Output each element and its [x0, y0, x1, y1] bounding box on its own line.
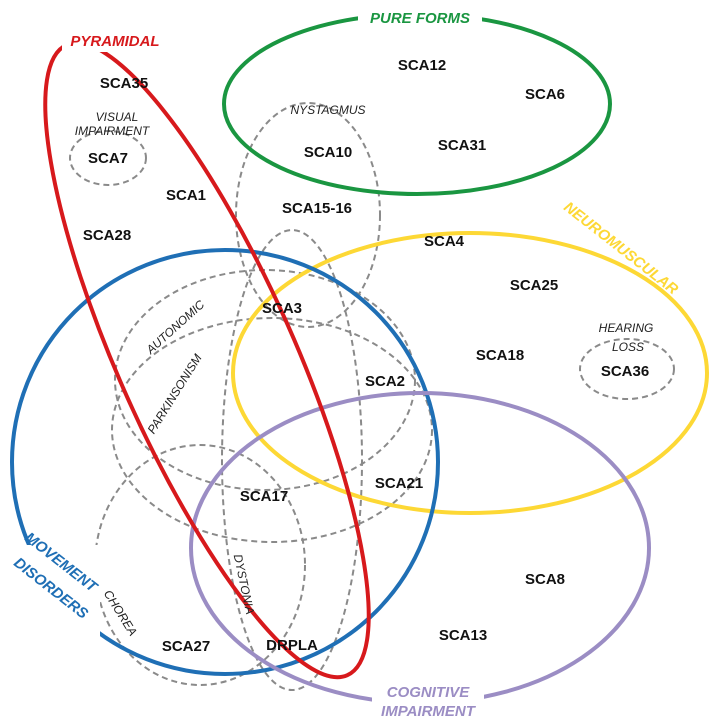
dystonia-label: DYSTONIA: [231, 553, 257, 616]
pure-forms-label-bg: [358, 6, 482, 28]
sca13-label: SCA13: [439, 627, 487, 644]
cognitive-label-line1: COGNITIVE: [387, 684, 471, 701]
sca25-label: SCA25: [510, 277, 558, 294]
sca3-label: SCA3: [262, 300, 302, 317]
sca36-label: SCA36: [601, 363, 649, 380]
pure-forms-label: PURE FORMS: [370, 10, 470, 27]
sca7-label: SCA7: [88, 150, 128, 167]
dystonia-ellipse: [221, 229, 363, 691]
parkinsonism-label: PARKINSONISM: [145, 352, 205, 437]
sca17-label: SCA17: [240, 488, 288, 505]
visual-impairment-ellipse: [69, 130, 147, 186]
sca1-label: SCA1: [166, 187, 206, 204]
sca27-label: SCA27: [162, 638, 210, 655]
sca35-label: SCA35: [100, 75, 148, 92]
cognitive-label-line2: IMPAIRMENT: [381, 703, 477, 720]
autonomic-ellipse: [114, 269, 416, 491]
pyramidal-label: PYRAMIDAL: [70, 33, 159, 50]
hearing-loss-label-line2: LOSS: [612, 340, 644, 354]
sca4-label: SCA4: [424, 233, 465, 250]
sca15-16-label: SCA15-16: [282, 200, 352, 217]
chorea-label: CHOREA: [101, 587, 140, 638]
sca2-label: SCA2: [365, 373, 405, 390]
hearing-loss-label-line1: HEARING: [599, 321, 654, 335]
visual-impairment-label-line1: VISUAL: [96, 110, 139, 124]
nystagmus-ellipse: [235, 102, 381, 328]
hearing-loss-ellipse: [579, 338, 675, 400]
sca28-label: SCA28: [83, 227, 131, 244]
sca18-label: SCA18: [476, 347, 524, 364]
movement-label-bg: [10, 545, 100, 650]
sca10-label: SCA10: [304, 144, 352, 161]
sca6-label: SCA6: [525, 86, 565, 103]
pyramidal-label-bg: [62, 30, 168, 52]
drpla-label: DRPLA: [266, 637, 318, 654]
cognitive-label-bg: [372, 678, 484, 720]
sca12-label: SCA12: [398, 57, 446, 74]
pure-forms-ellipse: [222, 12, 612, 196]
sca31-label: SCA31: [438, 137, 486, 154]
nystagmus-label: NYSTAGMUS: [290, 103, 365, 117]
movement-disorders-ellipse: [10, 248, 440, 676]
visual-impairment-label-line2: IMPAIRMENT: [75, 124, 151, 138]
neuromuscular-ellipse: [231, 231, 709, 515]
sca21-label: SCA21: [375, 475, 423, 492]
parkinsonism-ellipse: [111, 317, 433, 543]
sca8-label: SCA8: [525, 571, 565, 588]
